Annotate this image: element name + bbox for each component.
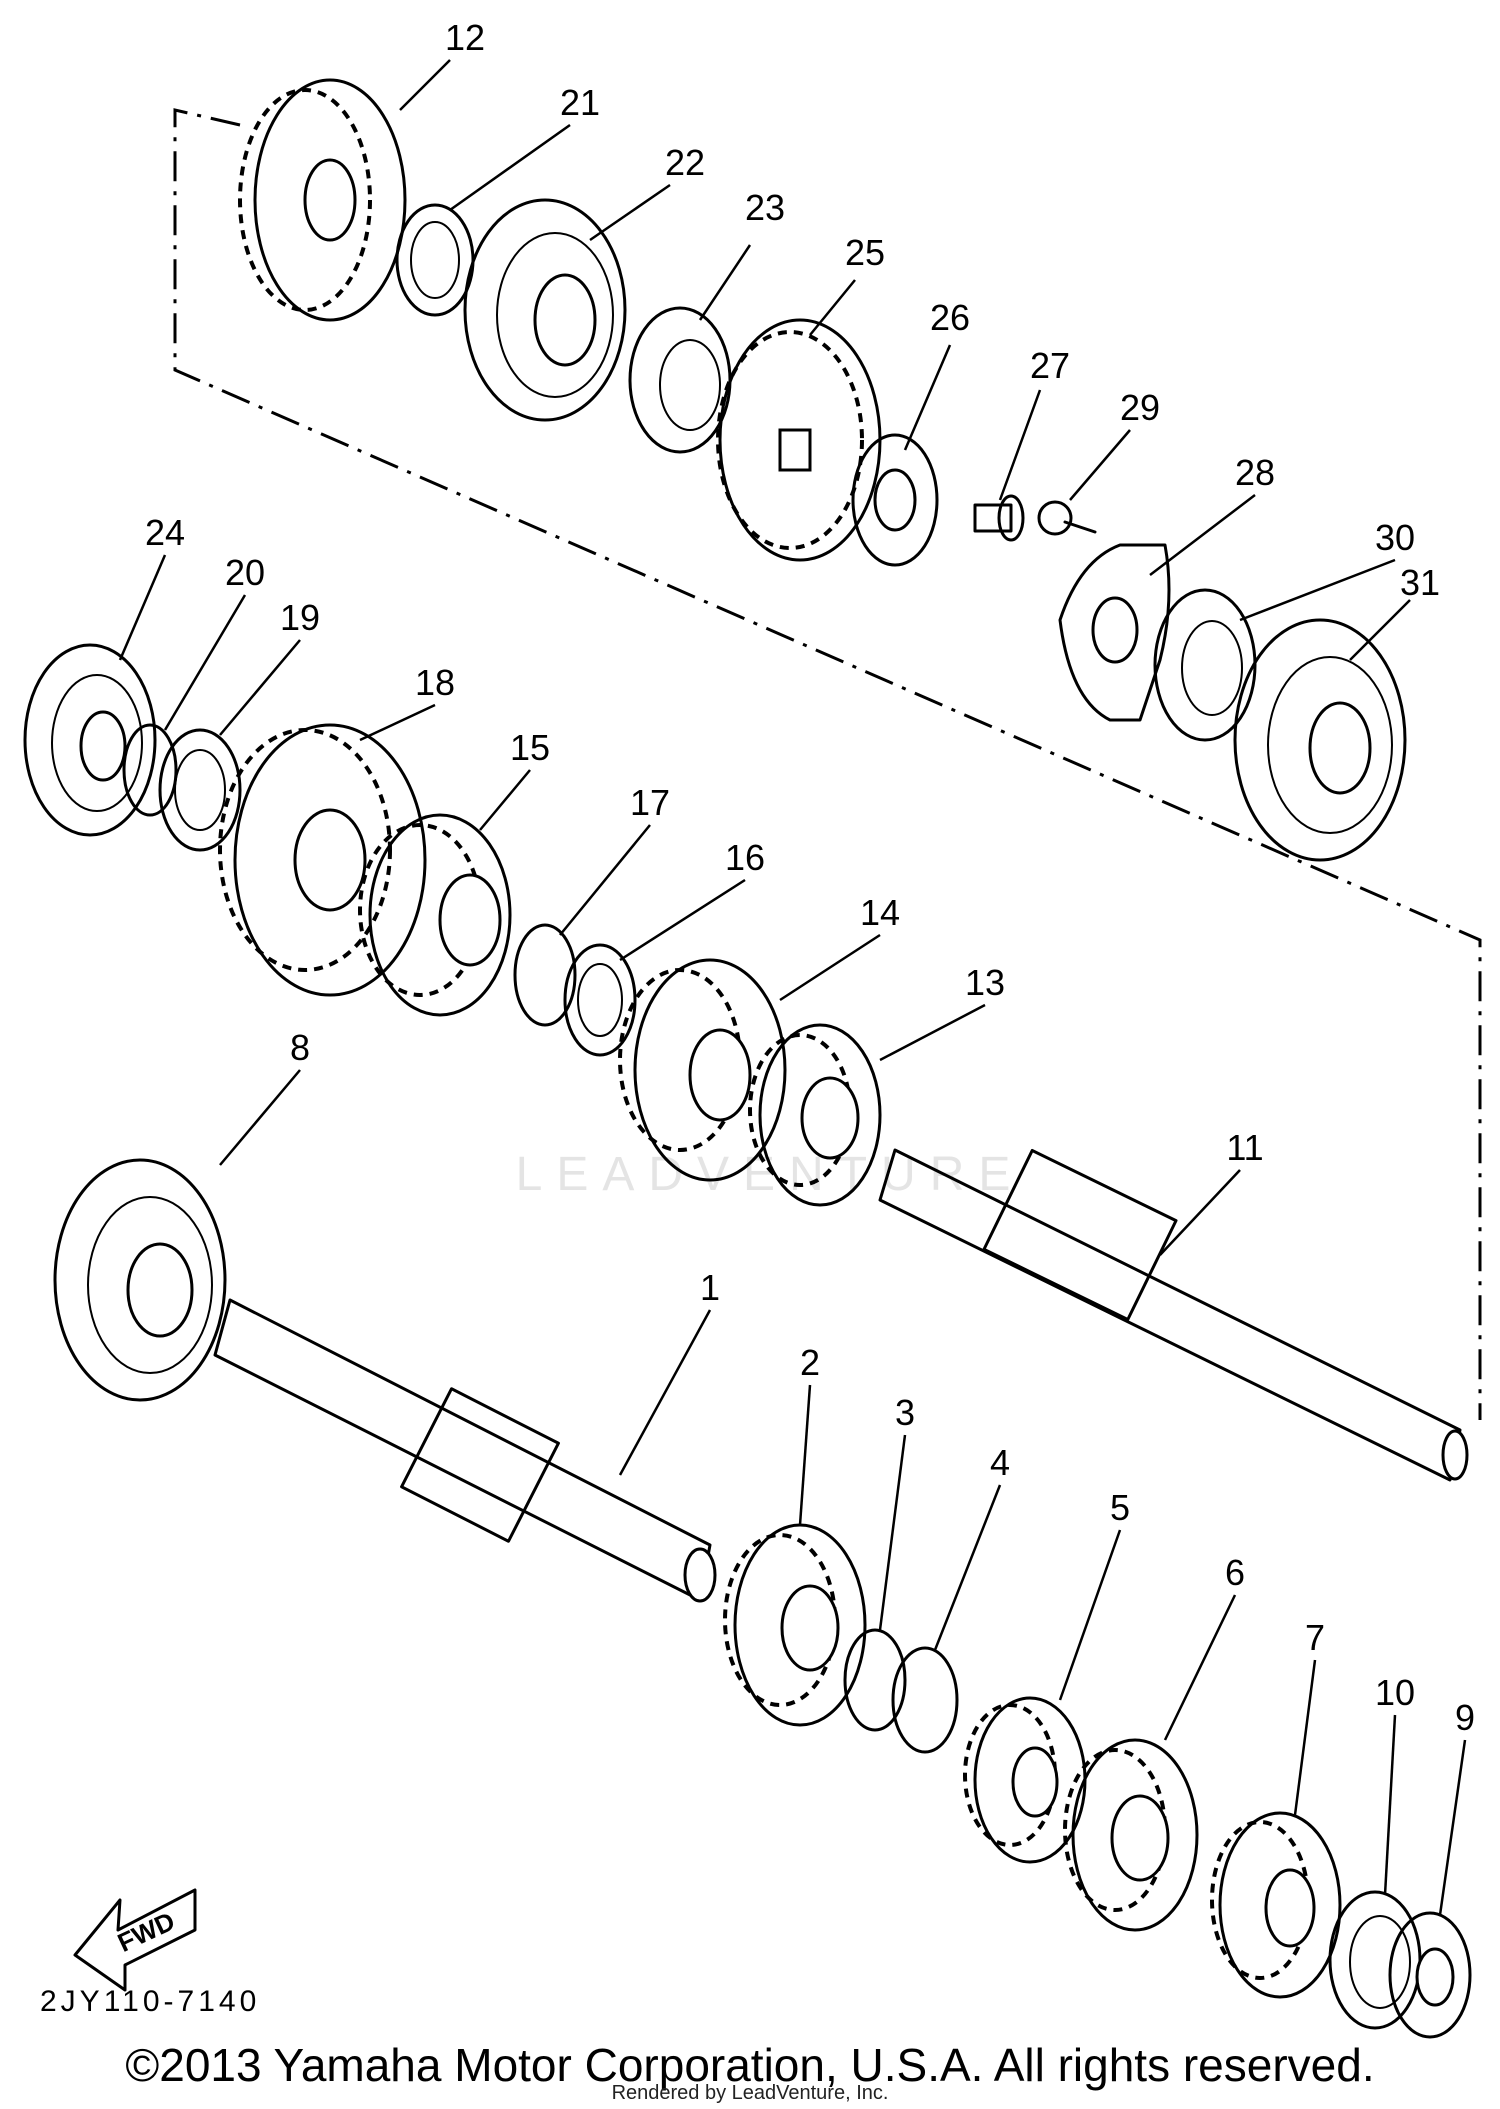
part-9-oil-seal	[1388, 1911, 1472, 2039]
callout-15: 15	[510, 727, 550, 768]
callout-1: 1	[700, 1267, 720, 1308]
fwd-arrow-icon: FWD	[73, 1888, 197, 1992]
part-29-screw	[1037, 500, 1097, 536]
callout-25: 25	[845, 232, 885, 273]
callout-22: 22	[665, 142, 705, 183]
watermark: LEADVENTURE	[516, 1148, 1025, 1201]
part-10-bearing	[1328, 1890, 1422, 2030]
callout-18: 18	[415, 662, 455, 703]
callout-16: 16	[725, 837, 765, 878]
part-1-main-axle	[213, 1298, 717, 1603]
callout-30: 30	[1375, 517, 1415, 558]
callout-27: 27	[1030, 345, 1070, 386]
callout-20: 20	[225, 552, 265, 593]
callout-2: 2	[800, 1342, 820, 1383]
callout-11: 11	[1226, 1127, 1263, 1168]
callout-12: 12	[445, 17, 485, 58]
part-27-bolt	[973, 494, 1025, 542]
callout-4: 4	[990, 1442, 1010, 1483]
callout-14: 14	[860, 892, 900, 933]
callout-17: 17	[630, 782, 670, 823]
callout-19: 19	[280, 597, 320, 638]
part-12-gear	[238, 78, 407, 322]
part-7-gear	[1210, 1811, 1342, 1999]
part-26-lock-washer	[851, 433, 939, 567]
part-8-bearing	[53, 1158, 227, 1402]
part-23-oil-seal	[628, 306, 732, 454]
part-6-gear	[1063, 1738, 1199, 1932]
leader-lines	[118, 59, 1467, 1916]
part-4-circlip	[891, 1646, 959, 1754]
part-14-gear	[618, 958, 787, 1182]
part-30-oil-seal	[1153, 588, 1257, 742]
part-13-gear	[748, 1023, 882, 1207]
part-16-washer	[563, 943, 637, 1057]
diagram-code: 2JY110-7140	[40, 1985, 261, 2018]
part-28-plate	[1058, 543, 1171, 722]
callout-26: 26	[930, 297, 970, 338]
callout-7: 7	[1305, 1617, 1325, 1658]
callout-8: 8	[290, 1027, 310, 1068]
assembly-frame-line	[173, 108, 1482, 1420]
part-21-washer	[395, 203, 475, 317]
callout-23: 23	[745, 187, 785, 228]
part-11-drive-axle	[878, 1148, 1469, 1482]
rendered-by-credit: Rendered by LeadVenture, Inc.	[611, 2082, 889, 2104]
copyright-notice: ©2013 Yamaha Motor Corporation, U.S.A. A…	[125, 2039, 1375, 2091]
callout-28: 28	[1235, 452, 1275, 493]
part-3-washer	[843, 1628, 907, 1732]
callout-21: 21	[560, 82, 600, 123]
callout-24: 24	[145, 512, 185, 553]
part-15-gear	[358, 813, 512, 1017]
part-20-circlip	[122, 723, 178, 817]
part-24-bearing	[23, 643, 157, 837]
callout-31: 31	[1400, 562, 1440, 603]
callout-10: 10	[1375, 1672, 1415, 1713]
fwd-label: FWD	[113, 1906, 179, 1958]
callout-3: 3	[895, 1392, 915, 1433]
part-2-gear	[723, 1523, 867, 1727]
callout-9: 9	[1455, 1697, 1475, 1738]
callout-6: 6	[1225, 1552, 1245, 1593]
callout-5: 5	[1110, 1487, 1130, 1528]
callout-29: 29	[1120, 387, 1160, 428]
callout-13: 13	[965, 962, 1005, 1003]
part-17-circlip	[513, 923, 577, 1027]
part-31-bearing	[1233, 618, 1407, 862]
part-18-gear	[218, 723, 427, 997]
part-19-washer	[158, 728, 242, 852]
callout-labels: 12 21 22 23 25 26 27 29 28 30 31 24 20 1…	[145, 17, 1475, 1738]
part-22-bearing	[463, 198, 627, 422]
